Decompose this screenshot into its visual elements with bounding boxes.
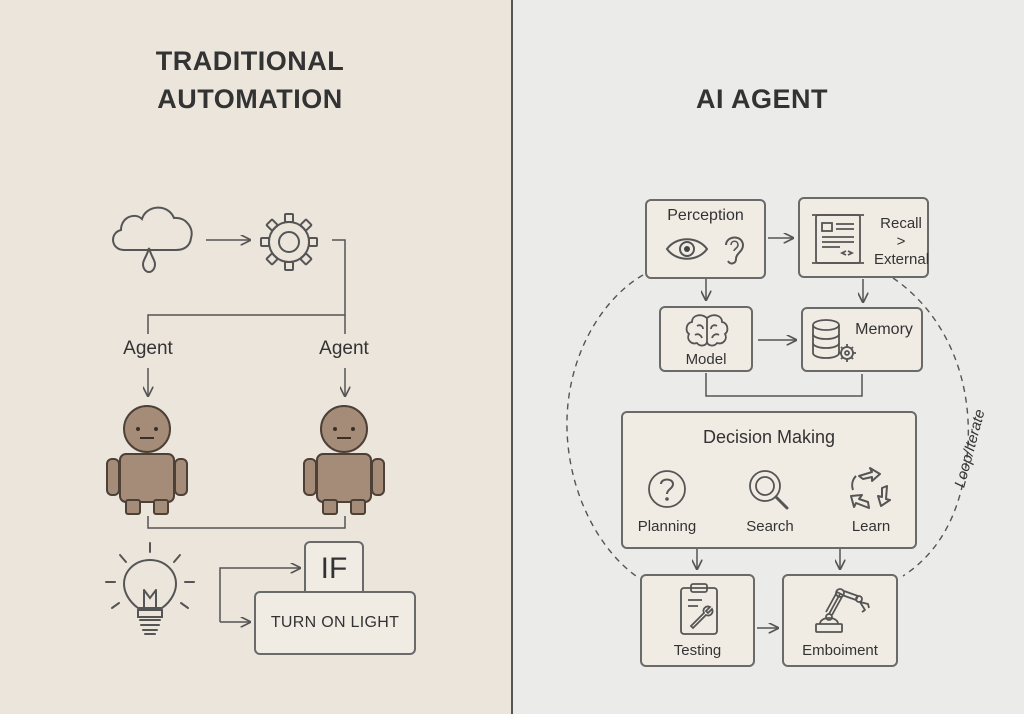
recall-label-line2: > <box>896 233 906 250</box>
lightbulb-icon <box>102 540 198 644</box>
traditional-title-line1: TRADITIONAL <box>155 46 345 76</box>
robots-join-line <box>147 516 346 529</box>
recall-external-box: Recall > External <box>798 197 929 278</box>
ai-agent-panel <box>513 0 1024 714</box>
magnifier-icon <box>745 466 791 512</box>
traditional-title-line2: AUTOMATION <box>157 84 343 114</box>
planning-label: Planning <box>637 518 697 535</box>
document-scroll-icon <box>810 209 866 269</box>
loop-to-if-arrow <box>219 568 300 622</box>
agent-label-left: Agent <box>123 338 173 359</box>
gear-icon <box>256 209 322 275</box>
model-memory-join <box>705 373 863 397</box>
embodiment-label: Emboiment <box>802 642 878 659</box>
eye-icon <box>664 233 710 265</box>
decision-making-box: Decision Making Planning Search <box>621 411 917 549</box>
testing-label: Testing <box>673 642 722 659</box>
robotic-arm-icon <box>810 584 874 636</box>
clipboard-wrench-icon <box>678 582 720 636</box>
question-mark-icon <box>646 468 688 510</box>
recall-label: Recall > External <box>874 215 930 269</box>
decision-making-label: Decision Making <box>702 427 836 447</box>
ear-icon <box>721 231 747 267</box>
loop-dashed-left <box>566 274 644 577</box>
model-label: Model <box>685 351 727 368</box>
brain-icon <box>683 312 731 348</box>
loop-dashed-right <box>892 277 970 577</box>
robot-icon <box>104 404 190 516</box>
ai-agent-title: AI AGENT <box>696 84 828 114</box>
perception-box: Perception <box>645 199 766 279</box>
embodiment-box: Emboiment <box>782 574 898 667</box>
recall-label-line1: Recall <box>880 215 922 232</box>
recall-label-line3: External <box>874 251 930 268</box>
testing-box: Testing <box>640 574 755 667</box>
if-condition-box: IF <box>304 541 364 597</box>
memory-label: Memory <box>855 321 913 338</box>
robot-icon <box>301 404 387 516</box>
agent-label-right: Agent <box>319 338 369 359</box>
memory-box: Memory <box>801 307 923 372</box>
learn-label: Learn <box>851 518 891 535</box>
perception-label: Perception <box>667 207 744 224</box>
turn-on-light-action-box: TURN ON LIGHT <box>254 591 416 655</box>
traditional-title: TRADITIONAL AUTOMATION <box>100 42 400 118</box>
panel-divider <box>511 0 513 714</box>
search-label: Search <box>746 518 794 535</box>
cycle-arrows-icon <box>845 464 895 514</box>
cloud-rain-icon <box>106 200 196 278</box>
database-gear-icon <box>809 317 859 365</box>
model-box: Model <box>659 306 753 372</box>
